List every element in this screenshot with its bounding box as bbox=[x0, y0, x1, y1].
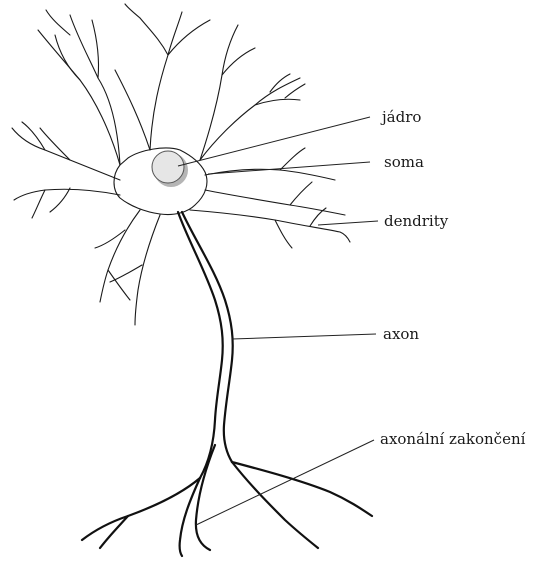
nucleus-body bbox=[152, 151, 184, 183]
dendrite-lower-left bbox=[100, 210, 140, 302]
label-dendrites: dendrity bbox=[384, 212, 449, 230]
axon bbox=[178, 212, 233, 478]
terminal-6 bbox=[232, 462, 372, 516]
label-nucleus: jádro bbox=[380, 108, 421, 126]
dendrite-lower-middle bbox=[135, 215, 160, 325]
axon-right-edge bbox=[182, 212, 233, 462]
leader-dendrites bbox=[318, 221, 378, 225]
label-soma: soma bbox=[384, 153, 424, 171]
dendrite-top-right bbox=[200, 25, 238, 160]
dendrite-top bbox=[150, 12, 182, 150]
labels: jádro soma dendrity axon axonální zakonč… bbox=[380, 108, 526, 448]
axon-left-edge bbox=[178, 212, 223, 478]
dendrite-lower-right bbox=[190, 210, 350, 242]
leader-soma bbox=[208, 162, 370, 174]
dendrite-left bbox=[12, 128, 120, 180]
terminal-4 bbox=[196, 445, 215, 550]
label-axon-terminals: axonální zakončení bbox=[380, 430, 526, 448]
leader-axon-terminals bbox=[196, 440, 374, 525]
leader-nucleus bbox=[178, 117, 370, 166]
leader-axon bbox=[232, 334, 376, 339]
nucleus bbox=[152, 151, 188, 187]
label-axon: axon bbox=[383, 325, 419, 343]
dendrite-right bbox=[205, 169, 335, 180]
